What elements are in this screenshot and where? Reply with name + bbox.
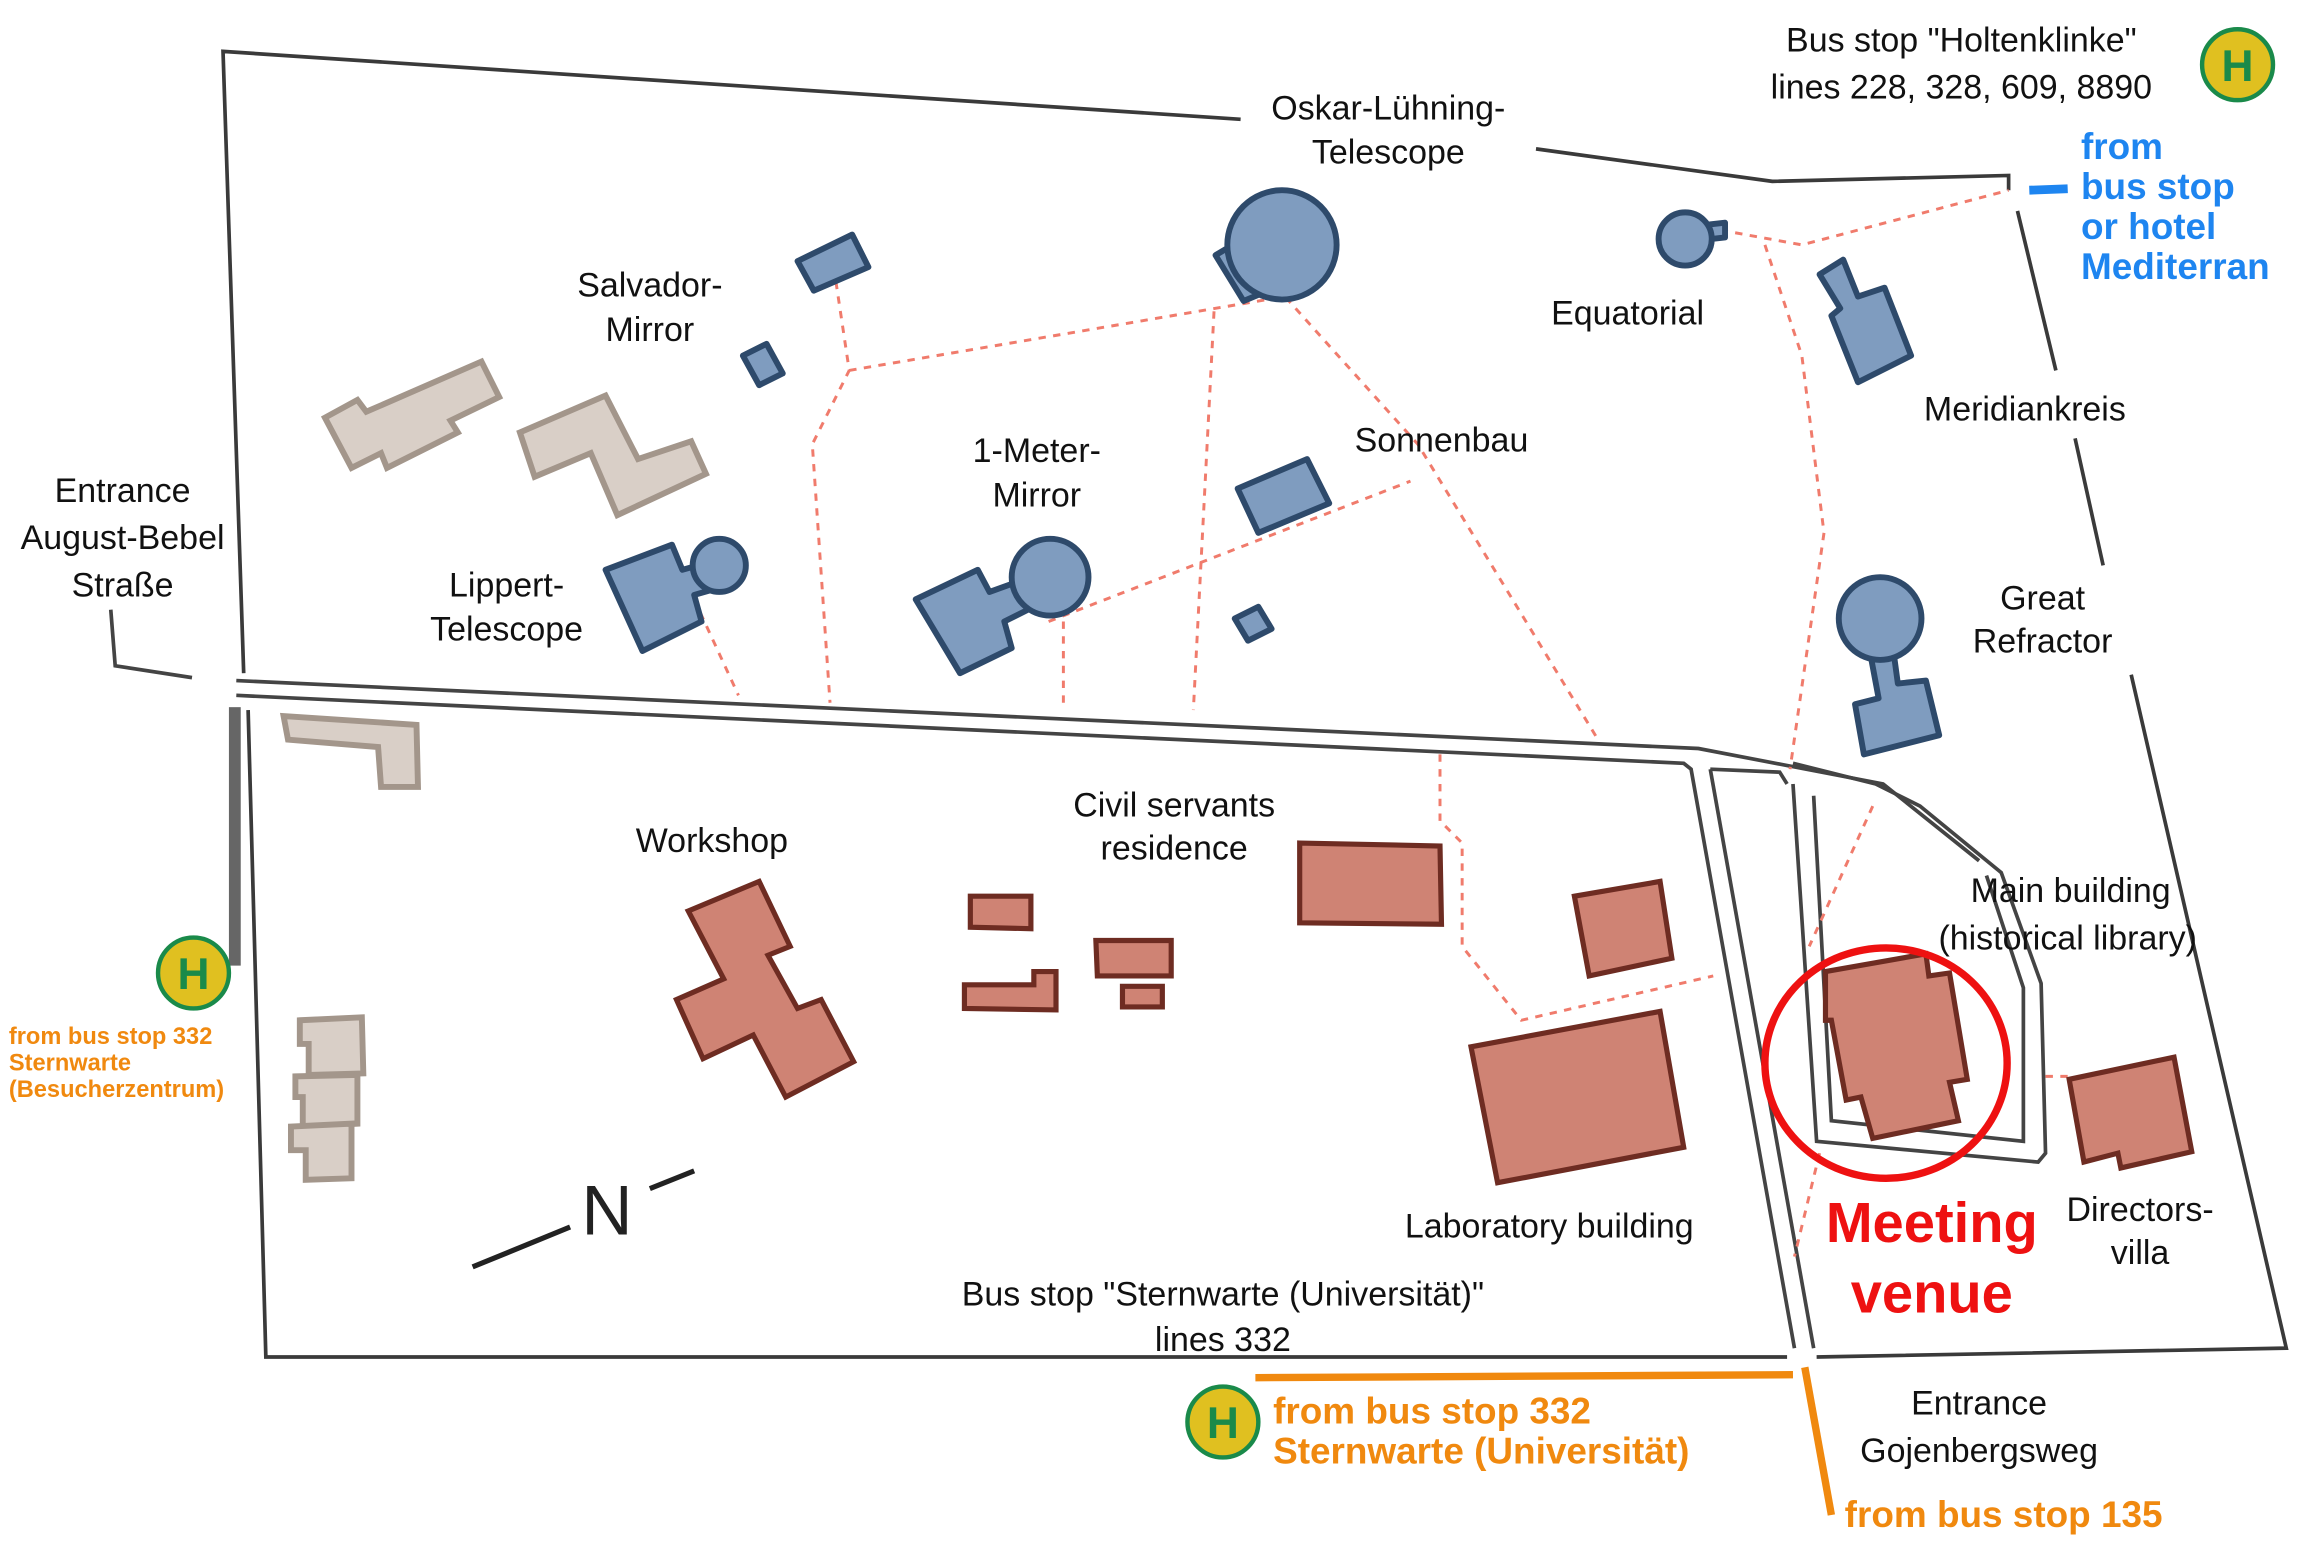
laboratory-building (1467, 1008, 1687, 1186)
route-blue-label: bus stop (2081, 166, 2235, 207)
salvador-mirror (794, 231, 872, 294)
label-entrance-west: Straße (72, 566, 174, 604)
route-south (1255, 1371, 1794, 1382)
site-boundary (1816, 674, 2289, 1359)
route-south-label: Sternwarte (Universität) (1273, 1430, 1689, 1471)
label-salvador: Salvador- (577, 267, 722, 305)
label-sternwarte: Bus stop "Sternwarte (Universität)" (962, 1275, 1484, 1313)
route-bus-135 (1801, 1366, 1836, 1516)
bus-platform-west (228, 707, 241, 966)
side-road (1710, 767, 1789, 785)
site-boundary (1535, 147, 2011, 191)
svg-text:H: H (2222, 42, 2254, 91)
label-entrance-south: Entrance (1911, 1385, 2047, 1423)
workshop (673, 878, 858, 1101)
sonnenbau (1234, 456, 1333, 536)
label-lippert: Telescope (430, 611, 583, 649)
site-boundary (246, 710, 1788, 1359)
label-civil-servants: Civil servants (1073, 786, 1275, 824)
label-directors-villa: villa (2111, 1234, 2170, 1272)
label-lippert: Lippert- (449, 566, 564, 604)
label-holtenklinke: Bus stop "Holtenklinke" (1786, 21, 2137, 59)
directors-villa (2066, 1054, 2195, 1172)
bus-stop-icon: H (1185, 1384, 1261, 1460)
site-boundary (2015, 210, 2058, 371)
site-boundary (2073, 437, 2105, 566)
label-1-meter-mirror: 1-Meter- (973, 432, 1101, 470)
svg-text:H: H (177, 950, 209, 999)
label-entrance-west: Entrance (55, 472, 191, 510)
label-great-refractor: Great (2000, 580, 2085, 618)
bus-stop-icon: H (155, 935, 232, 1011)
label-oskar: Oskar-Lühning- (1271, 89, 1505, 127)
civil-servants-residence (1297, 840, 1445, 927)
label-equatorial: Equatorial (1551, 295, 1704, 333)
great-refractor (1852, 648, 1943, 758)
route-south-label: from bus stop 332 (1273, 1390, 1591, 1431)
label-holtenklinke-lines: lines 228, 328, 609, 8890 (1771, 69, 2152, 107)
meridiankreis (1816, 256, 1915, 386)
label-salvador: Mirror (606, 311, 695, 349)
label-directors-villa: Directors- (2066, 1191, 2213, 1229)
institute-buildings (673, 840, 2195, 1186)
route-blue (2029, 184, 2068, 195)
north-icon: N (581, 1171, 632, 1250)
label-meeting-venue: venue (1851, 1262, 2013, 1325)
label-entrance-west: August-Bebel (21, 519, 225, 557)
label-civil-servants: residence (1101, 829, 1248, 867)
label-workshop: Workshop (636, 822, 788, 860)
observatory-buildings (602, 187, 1943, 758)
map-labels: Bus stop "Holtenklinke" lines 228, 328, … (9, 21, 2270, 1534)
label-entrance-south: Gojenbergsweg (1860, 1432, 2098, 1470)
loop-road (1791, 761, 2048, 1164)
route-west-label: Sternwarte (9, 1050, 131, 1076)
label-1-meter-mirror: Mirror (992, 476, 1081, 514)
main-building (1822, 950, 1971, 1142)
label-laboratory: Laboratory building (1405, 1207, 1694, 1245)
label-sternwarte-lines: lines 332 (1155, 1321, 1291, 1359)
label-sonnenbau: Sonnenbau (1355, 422, 1529, 460)
route-blue-label: or hotel (2081, 206, 2216, 247)
old-buildings (279, 357, 710, 1183)
route-blue-label: Mediterran (2081, 246, 2270, 287)
main-road (236, 678, 1981, 863)
label-main-building: (historical library) (1938, 919, 2196, 957)
bus-stop-icon: H (2199, 27, 2276, 103)
west-entrance-path (108, 609, 193, 680)
route-135-label: from bus stop 135 (1845, 1494, 2163, 1535)
main-road (236, 693, 1797, 1349)
svg-text:H: H (1207, 1399, 1239, 1448)
meeting-venue-highlight (1761, 944, 2011, 1182)
route-west-label: (Besucherzentrum) (9, 1077, 224, 1103)
label-great-refractor: Refractor (1973, 623, 2113, 661)
label-meridiankreis: Meridiankreis (1924, 391, 2126, 429)
label-meeting-venue: Meeting (1826, 1191, 2038, 1254)
site-boundary (221, 49, 1241, 674)
north-arrow: N (471, 1168, 696, 1270)
label-main-building: Main building (1971, 872, 2171, 910)
route-west-label: from bus stop 332 (9, 1024, 212, 1050)
route-blue-label: from (2081, 126, 2163, 167)
label-oskar: Telescope (1312, 134, 1465, 172)
